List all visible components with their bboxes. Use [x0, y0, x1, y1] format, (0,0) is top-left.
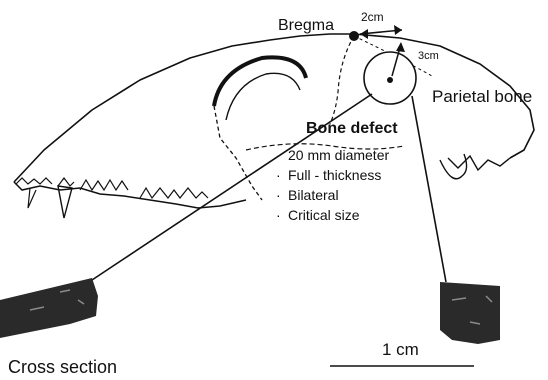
cross-section-left	[0, 278, 98, 338]
scale-bar-label: 1 cm	[382, 341, 419, 358]
bregma-label: Bregma	[278, 18, 334, 34]
distance-2cm-label: 2cm	[361, 11, 384, 23]
tympanic-bulla	[440, 154, 467, 179]
bullet-icon: ·	[276, 185, 288, 205]
lower-fang	[28, 188, 36, 208]
bullet-icon: ·	[276, 205, 288, 225]
orbit-arch	[214, 57, 306, 106]
list-item-text: 20 mm diameter	[288, 147, 389, 163]
list-item-text: Bilateral	[288, 187, 339, 203]
jaw-outline	[14, 182, 246, 208]
list-item-text: Critical size	[288, 207, 360, 223]
canine-tooth	[58, 186, 72, 218]
cross-section-right	[440, 282, 500, 344]
coronal-suture	[330, 36, 354, 124]
bone-defect-list: ·20 mm diameter ·Full - thickness ·Bilat…	[276, 145, 389, 225]
bone-defect-title: Bone defect	[306, 121, 398, 137]
orbit-arch-inner	[226, 73, 300, 120]
parietal-bone-label: Parietal bone	[432, 88, 532, 105]
list-item: ·Critical size	[276, 205, 389, 225]
occipital-outline	[448, 156, 510, 170]
arrowhead-2cm-left	[360, 29, 368, 39]
bullet-icon: ·	[276, 165, 288, 185]
list-item: ·Full - thickness	[276, 165, 389, 185]
bregma-point	[349, 31, 359, 41]
cross-section-label: Cross section	[8, 358, 117, 376]
arrowhead-3cm	[396, 42, 405, 52]
projection-line-right	[412, 96, 446, 282]
list-item: ·20 mm diameter	[276, 145, 389, 165]
list-item: ·Bilateral	[276, 185, 389, 205]
bullet-icon: ·	[276, 145, 288, 165]
defect-center	[387, 77, 393, 83]
arrowhead-2cm-right	[394, 25, 402, 35]
list-item-text: Full - thickness	[288, 167, 381, 183]
orbit-rim	[214, 106, 262, 200]
distance-3cm-label: 3cm	[418, 51, 439, 62]
